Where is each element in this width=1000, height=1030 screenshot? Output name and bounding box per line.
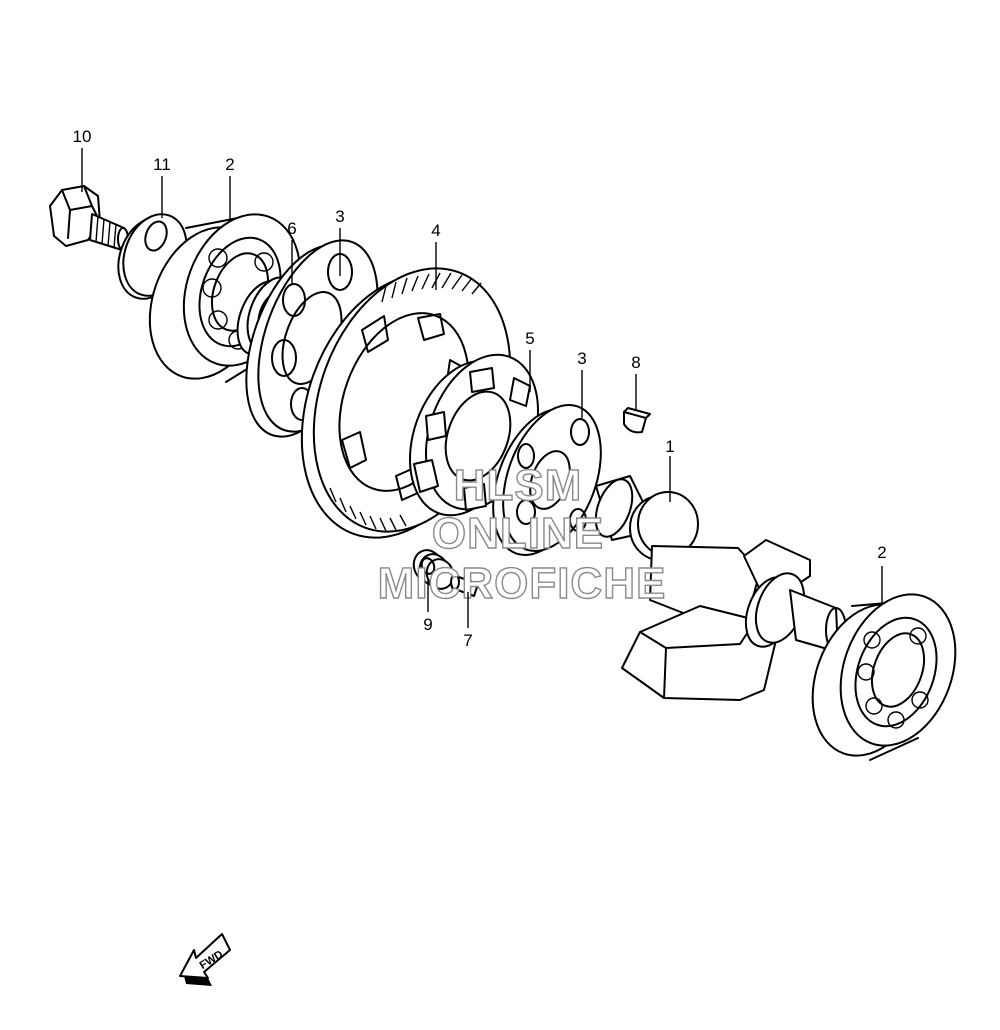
fwd-arrow-icon: FWD <box>179 933 231 986</box>
callout-4[interactable]: 4 <box>431 221 440 240</box>
watermark-line-2: ONLINE <box>432 509 604 558</box>
callout-3-left[interactable]: 3 <box>335 207 344 226</box>
callout-8[interactable]: 8 <box>631 353 640 372</box>
part-9-spring[interactable] <box>409 546 457 592</box>
callout-labels: 10 11 2 6 3 4 5 3 8 1 2 9 7 <box>73 127 887 650</box>
part-8-key[interactable] <box>623 407 651 434</box>
part-10-bolt[interactable] <box>49 185 129 251</box>
callout-7[interactable]: 7 <box>463 631 472 650</box>
callout-11[interactable]: 11 <box>153 155 171 174</box>
part-3-plate-right[interactable] <box>475 392 620 569</box>
callout-10[interactable]: 10 <box>73 127 92 146</box>
part-7-pin[interactable] <box>450 574 479 597</box>
callout-2-right[interactable]: 2 <box>877 543 886 562</box>
leader-lines <box>81 148 883 628</box>
part-2-bearing-right[interactable] <box>793 578 976 772</box>
callout-3-right[interactable]: 3 <box>577 349 586 368</box>
callout-1[interactable]: 1 <box>665 437 674 456</box>
part-1-balancer-shaft[interactable] <box>589 474 847 701</box>
callout-6[interactable]: 6 <box>287 219 296 238</box>
watermark-line-1: HLSM <box>454 461 583 510</box>
callout-9[interactable]: 9 <box>423 615 432 634</box>
watermark: HLSM ONLINE MICROFICHE <box>377 460 667 608</box>
callout-2-left[interactable]: 2 <box>225 155 234 174</box>
watermark-line-3: MICROFICHE <box>378 559 667 608</box>
callout-5[interactable]: 5 <box>525 329 534 348</box>
